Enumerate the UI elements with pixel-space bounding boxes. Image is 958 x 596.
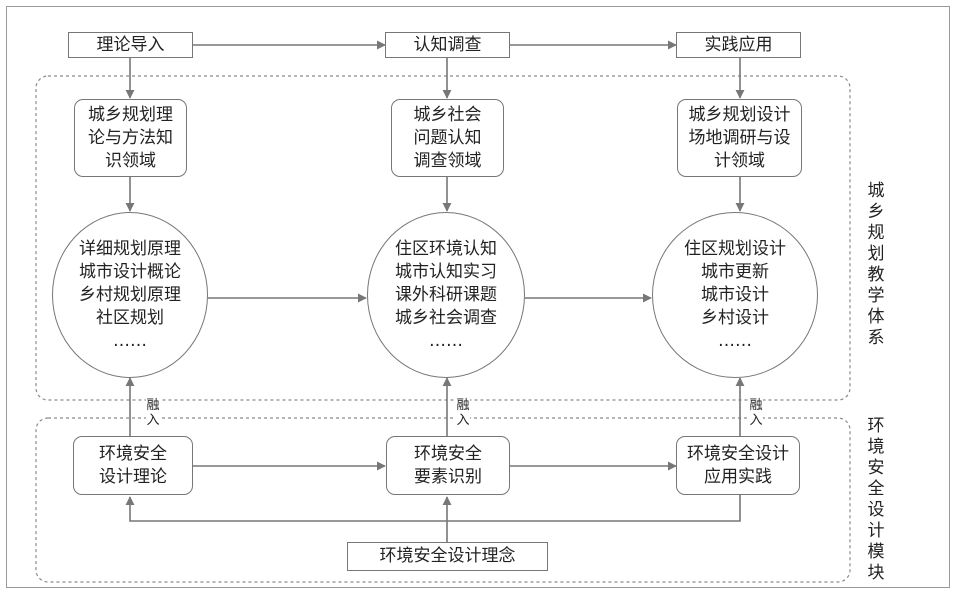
course-item: 城市设计概论	[79, 261, 181, 282]
domain-line: 城乡规划设计	[688, 104, 791, 125]
course-circle-practice: 住区规划设计 城市更新 城市设计 乡村设计 ……	[652, 212, 818, 378]
domain-line: 城乡社会	[413, 104, 482, 125]
course-item: 乡村设计	[701, 307, 769, 328]
safety-line: 环境安全	[414, 443, 482, 464]
safety-box-theory: 环境安全 设计理论	[73, 436, 193, 495]
concept-label: 环境安全设计理念	[379, 546, 516, 566]
domain-line: 调查领域	[413, 150, 482, 171]
domain-line: 问题认知	[413, 127, 482, 148]
course-item: 乡村规划原理	[79, 284, 181, 305]
course-item: 课外科研课题	[395, 284, 497, 305]
safety-module-group	[35, 417, 851, 583]
safety-line: 环境安全设计	[687, 443, 789, 464]
stage-box-investigation: 认知调查	[385, 32, 510, 58]
side-label-teaching-system: 城乡规划教学体系	[867, 181, 885, 348]
stage-box-theory: 理论导入	[68, 32, 193, 58]
merge-label-3: 融入	[749, 398, 763, 428]
course-item: 城乡社会调查	[395, 307, 497, 328]
course-item: 城市更新	[701, 261, 769, 282]
stage-label: 实践应用	[704, 34, 773, 55]
domain-box-theory: 城乡规划理 论与方法知 识领域	[74, 99, 187, 177]
arrow-feedback-left	[125, 495, 741, 522]
stage-label: 认知调查	[413, 34, 482, 55]
course-ellipsis: ……	[113, 330, 147, 351]
domain-line: 计领域	[714, 150, 765, 171]
safety-line: 设计理论	[99, 466, 167, 487]
stage-label: 理论导入	[96, 34, 165, 55]
course-circle-theory: 详细规划原理 城市设计概论 乡村规划原理 社区规划 ……	[52, 212, 208, 378]
safety-box-practice: 环境安全设计 应用实践	[676, 436, 800, 495]
domain-line: 论与方法知	[88, 127, 173, 148]
domain-line: 识领域	[105, 150, 156, 171]
safety-line: 要素识别	[414, 466, 482, 487]
merge-label-1: 融入	[146, 398, 160, 428]
stage-box-practice: 实践应用	[676, 32, 801, 58]
outer-frame	[6, 6, 950, 588]
course-item: 住区规划设计	[684, 238, 786, 259]
course-item: 城市认知实习	[395, 261, 497, 282]
course-item: 城市设计	[701, 284, 769, 305]
domain-box-practice: 城乡规划设计 场地调研与设 计领域	[677, 99, 802, 177]
safety-line: 环境安全	[99, 443, 167, 464]
course-item: 详细规划原理	[79, 238, 181, 259]
course-circle-investigation: 住区环境认知 城市认知实习 课外科研课题 城乡社会调查 ……	[367, 212, 525, 378]
merge-label-2: 融入	[456, 398, 470, 428]
side-label-safety-module: 环境安全设计模块	[867, 416, 885, 583]
safety-line: 应用实践	[704, 466, 772, 487]
domain-line: 场地调研与设	[688, 127, 791, 148]
course-item: 社区规划	[96, 307, 164, 328]
domain-box-investigation: 城乡社会 问题认知 调查领域	[391, 99, 504, 177]
safety-box-identification: 环境安全 要素识别	[386, 436, 510, 495]
course-item: 住区环境认知	[395, 238, 497, 259]
course-ellipsis: ……	[429, 330, 463, 351]
domain-line: 城乡规划理	[88, 104, 173, 125]
concept-box: 环境安全设计理念	[347, 542, 548, 571]
course-ellipsis: ……	[718, 330, 752, 351]
